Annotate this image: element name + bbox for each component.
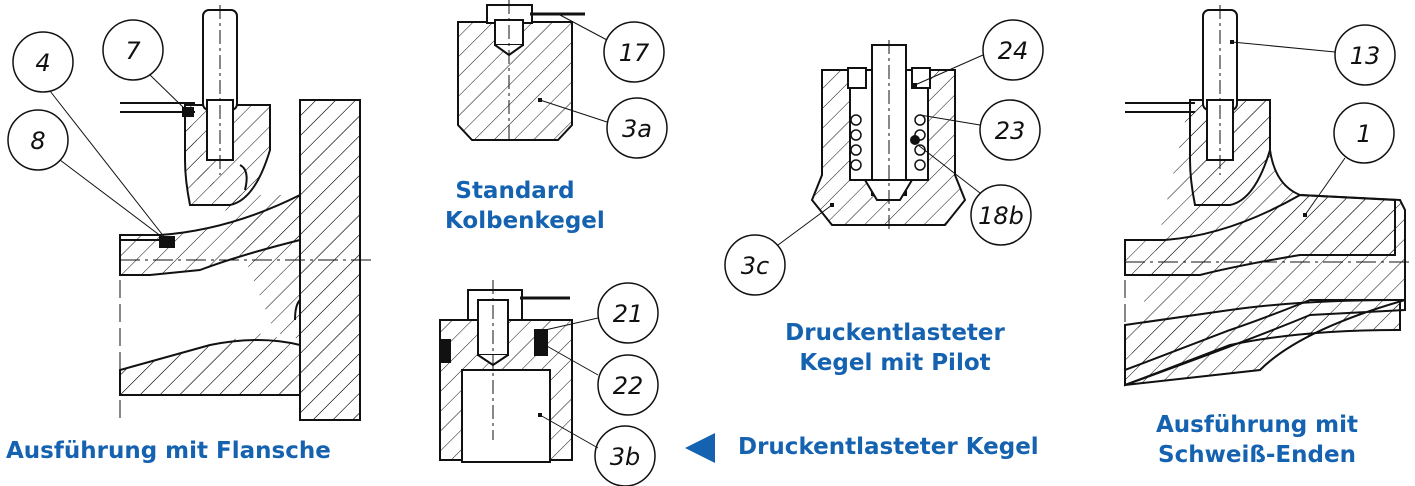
callout-7-label: 7 xyxy=(125,37,141,65)
caption-weld-end-version: Ausführung mit Schweiß-Enden xyxy=(1142,410,1372,470)
callout-21: 21 xyxy=(544,282,659,344)
caption-standard-plug: Standard Kolbenkegel xyxy=(445,176,605,236)
callout-22-label: 22 xyxy=(613,372,644,400)
caption-weld-line1: Ausführung mit xyxy=(1155,412,1359,438)
caption-pilot-line1: Druckentlasteter xyxy=(785,320,1005,346)
balanced-plug-drawing xyxy=(439,280,573,463)
caption-pilot-line2: Kegel mit Pilot xyxy=(799,350,991,376)
callout-3a: 3a xyxy=(538,97,668,159)
weld-end-valve-drawing xyxy=(1124,5,1410,387)
callout-17-label: 17 xyxy=(619,39,650,67)
callout-18b: 18b xyxy=(917,144,1032,246)
callout-1-label: 1 xyxy=(1356,120,1371,148)
callout-23-label: 23 xyxy=(995,117,1026,145)
caption-balanced-plug: Druckentlasteter Kegel xyxy=(738,434,1039,460)
pilot-plug-drawing xyxy=(810,40,967,230)
callout-8-label: 8 xyxy=(30,127,45,155)
callout-3c: 3c xyxy=(724,203,834,296)
callout-4: 4 xyxy=(12,31,167,240)
callout-13: 13 xyxy=(1230,24,1396,86)
arrow-left-icon xyxy=(685,433,715,463)
caption-standard-line2: Kolbenkegel xyxy=(445,208,605,234)
callout-8: 8 xyxy=(7,109,171,244)
flange-valve-drawing xyxy=(119,5,375,421)
standard-plug-drawing xyxy=(457,0,585,141)
callout-24: 24 xyxy=(913,19,1044,87)
callout-3a-label: 3a xyxy=(622,115,652,143)
callout-3b: 3b xyxy=(538,413,656,486)
callout-3c-label: 3c xyxy=(741,252,769,280)
callout-3b-label: 3b xyxy=(610,443,641,471)
callout-21-label: 21 xyxy=(613,300,644,328)
callout-24-label: 24 xyxy=(998,37,1029,65)
callout-4-label: 4 xyxy=(35,49,50,77)
caption-flange-version: Ausführung mit Flansche xyxy=(6,438,331,464)
callout-23: 23 xyxy=(919,99,1041,161)
caption-pilot-plug: Druckentlasteter Kegel mit Pilot xyxy=(765,318,1025,378)
spring-coils xyxy=(850,114,926,171)
callout-18b-label: 18b xyxy=(978,202,1024,230)
caption-weld-line2: Schweiß-Enden xyxy=(1158,442,1356,468)
callout-1: 1 xyxy=(1303,102,1395,217)
callout-22: 22 xyxy=(544,344,659,416)
callout-7: 7 xyxy=(102,19,188,112)
callout-17: 17 xyxy=(559,14,665,83)
callout-13-label: 13 xyxy=(1350,42,1381,70)
caption-standard-line1: Standard xyxy=(455,178,575,204)
